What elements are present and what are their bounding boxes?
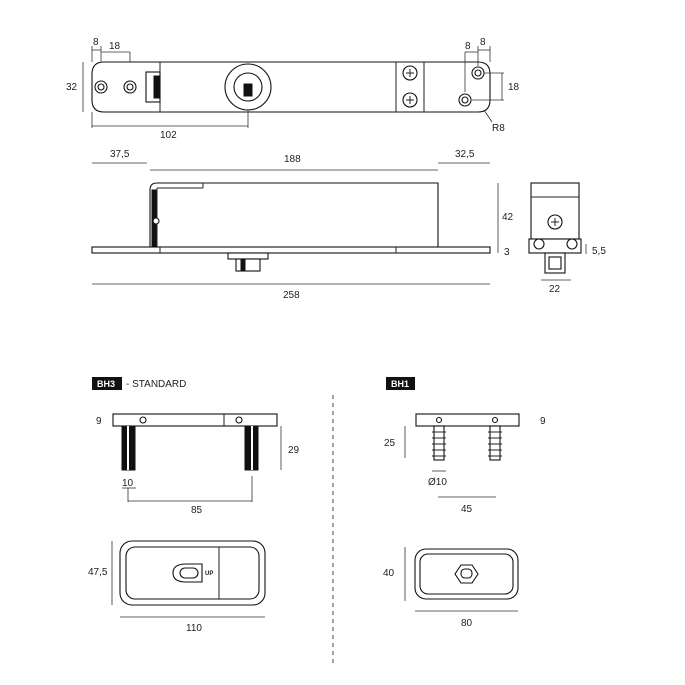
dim-258: 258 [283, 290, 300, 301]
top-view: 8 18 32 [66, 37, 520, 141]
bh1-screw [491, 416, 499, 424]
dim-188: 188 [284, 154, 301, 165]
bh3-dim-10: 10 [122, 478, 134, 489]
bh1-screw [435, 416, 443, 424]
hinge-pin [152, 217, 160, 225]
bh3-dim-110: 110 [186, 623, 202, 634]
end-housing [530, 182, 580, 240]
end-view: 5,5 22 [528, 182, 606, 295]
mounting-hole-inner [126, 83, 134, 91]
bh3-dim-9: 9 [96, 416, 102, 427]
radius-leader [483, 109, 493, 123]
dim-18-right: 18 [508, 82, 520, 93]
mounting-hole-inner [474, 69, 482, 77]
dim-42: 42 [502, 212, 514, 223]
bh3-screw [139, 416, 147, 424]
bh1-dim-25: 25 [384, 438, 396, 449]
bolt-guide [227, 252, 269, 260]
bolt-mark [240, 258, 246, 272]
dim-18-left: 18 [109, 41, 121, 52]
bh1-tag-bg [386, 377, 415, 390]
bh1-dim-45: 45 [461, 504, 473, 515]
bolt [235, 258, 261, 272]
bolt-slot [243, 83, 253, 97]
bh3-tag: BH3 [97, 379, 115, 389]
bh3-slot-inner [179, 567, 199, 579]
dim-37-5: 37,5 [110, 149, 130, 160]
dim-32: 32 [66, 82, 78, 93]
housing-outline [149, 182, 439, 248]
dim-5-5: 5,5 [592, 246, 606, 257]
dim-3: 3 [504, 247, 510, 258]
end-screw-left [533, 238, 545, 250]
bh1-slot-inner [460, 568, 473, 579]
screw-icon [547, 214, 563, 230]
bh3-caption: - STANDARD [126, 379, 186, 390]
dim-102: 102 [160, 130, 177, 141]
bh3-up-label: UP [205, 571, 213, 577]
mounting-hole-inner [461, 96, 469, 104]
dim-32-5: 32,5 [455, 149, 475, 160]
bh1-pin-right [488, 425, 502, 461]
bh1-dim-o10: Ø10 [428, 477, 447, 488]
bh3-leg-groove [127, 426, 129, 470]
radius-label: R8 [492, 123, 505, 134]
bh3-dim-29: 29 [288, 445, 300, 456]
dim-8-left: 8 [93, 37, 99, 48]
end-screw-right [566, 238, 578, 250]
end-bolt-inner [548, 256, 562, 270]
dim-8-right-b: 8 [480, 37, 486, 48]
bh3-dim-85: 85 [191, 505, 203, 516]
bh3-screw [235, 416, 243, 424]
hinge-insert [153, 75, 161, 99]
bh1-dim-9: 9 [540, 416, 546, 427]
screw-icon [402, 65, 418, 81]
bh1-tag: BH1 [391, 379, 409, 389]
dim-8-right-a: 8 [465, 41, 471, 52]
bh1-plate [415, 413, 520, 427]
plate-outline [91, 61, 491, 113]
bh3-tag-bg [92, 377, 122, 390]
bh1-dim-80: 80 [461, 618, 473, 629]
bh1-pin-left [432, 425, 446, 461]
bh3-leg-groove [251, 426, 253, 470]
bh3-plate [112, 413, 278, 427]
mounting-hole-inner [97, 83, 105, 91]
side-view: 37,5 188 32,5 42 3 258 [91, 149, 514, 301]
bh3-dim-47-5: 47,5 [88, 567, 108, 578]
screw-icon [402, 92, 418, 108]
bh1-dim-40: 40 [383, 568, 395, 579]
bh3-section: BH3 - STANDARD 9 29 10 85 UP 47,5 110 [88, 377, 300, 634]
dim-22: 22 [549, 284, 561, 295]
bh1-section: BH1 9 25 Ø10 45 [383, 377, 546, 629]
base-plate [91, 246, 491, 254]
